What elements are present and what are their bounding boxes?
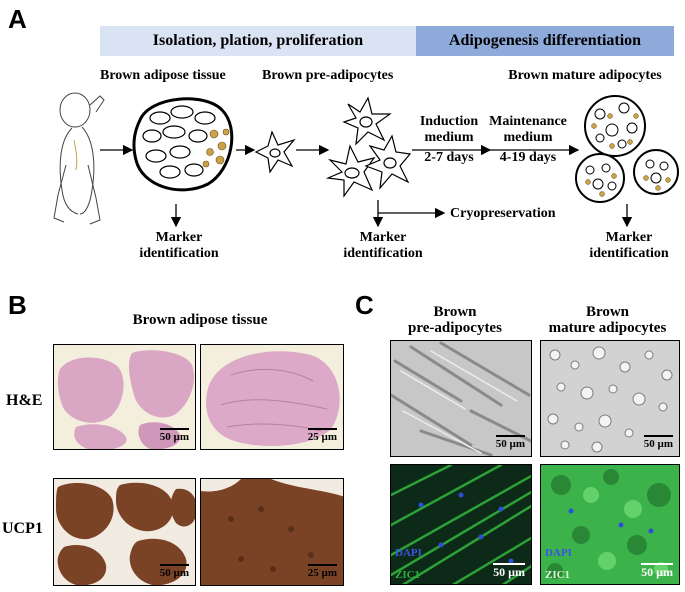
panel-letter-c: C [355, 290, 374, 320]
scale-bar-text: 50 µm [641, 565, 673, 579]
he-image-high-mag: 25 µm [200, 344, 344, 450]
scale-bar-ucp1-high: 25 µm [307, 564, 337, 579]
scale-bar-line [159, 564, 189, 566]
scale-bar-line [307, 564, 337, 566]
scale-bar-text: 50 µm [643, 438, 673, 450]
scale-bar-he-high: 25 µm [307, 428, 337, 443]
col-label-mature-line1: Brown [585, 304, 630, 320]
banner-isolation: Isolation, plation, proliferation [100, 26, 416, 56]
marker-label-mature: Marker identification [574, 230, 684, 262]
row-label-ucp1: UCP1 [2, 520, 43, 537]
banner-adipogenesis-label: Adipogenesis differentiation [448, 32, 642, 49]
stain-label-zic1-mature: ZIC1 [545, 569, 571, 581]
panel-b-title: Brown adipose tissue [132, 312, 268, 328]
scale-bar-fl-mature: 50 µm [641, 563, 673, 578]
maintenance-line1: Maintenance [489, 114, 567, 129]
scale-bar-text: 50 µm [159, 567, 189, 579]
stain-label-dapi-pre: DAPI [395, 547, 422, 559]
marker-line1: Marker [359, 230, 407, 245]
marker-label-tissue: Marker identification [124, 230, 234, 262]
pre-adipocyte-icon [254, 130, 296, 174]
marker-line1: Marker [155, 230, 203, 245]
infant-icon [53, 92, 105, 225]
maintenance-medium-label: Maintenance medium 4-19 days [478, 114, 578, 166]
scale-bar-text: 50 µm [493, 565, 525, 579]
maintenance-line2: medium [503, 130, 553, 145]
banner-adipogenesis: Adipogenesis differentiation [416, 26, 674, 56]
workflow-diagram [53, 92, 679, 228]
brightfield-pre-adipocytes: 50 µm [390, 340, 532, 457]
induction-line2: medium [424, 130, 474, 145]
marker-line2: identification [139, 246, 219, 261]
scale-bar-text: 50 µm [495, 438, 525, 450]
scale-bar-fl-pre: 50 µm [493, 563, 525, 578]
scale-bar-bf-mature: 50 µm [643, 435, 673, 450]
induction-medium-label: Induction medium 2-7 days [408, 114, 490, 166]
brightfield-mature-adipocytes: 50 µm [540, 340, 680, 457]
stage-pre-label: Brown pre-adipocytes [262, 68, 394, 83]
row-label-he: H&E [6, 392, 43, 409]
scale-bar-text: 25 µm [307, 567, 337, 579]
scale-bar-line [643, 435, 673, 437]
marker-line2: identification [589, 246, 669, 261]
scale-bar-line [641, 563, 673, 565]
scale-bar-line [159, 428, 189, 430]
cryopreservation-label: Cryopreservation [450, 206, 556, 221]
stage-mature-label: Brown mature adipocytes [508, 68, 662, 83]
scale-bar-bf-pre: 50 µm [495, 435, 525, 450]
induction-days: 2-7 days [424, 150, 474, 165]
induction-line1: Induction [419, 114, 479, 129]
scale-bar-text: 50 µm [159, 431, 189, 443]
pre-adipocyte-cluster-icon [325, 96, 412, 198]
scale-bar-he-low: 50 µm [159, 428, 189, 443]
col-label-mature: Brown mature adipocytes [530, 304, 685, 336]
scale-bar-line [493, 563, 525, 565]
marker-line2: identification [343, 246, 423, 261]
fluorescence-mature-adipocytes: DAPI ZIC1 50 µm [540, 464, 680, 585]
marker-line1: Marker [605, 230, 653, 245]
scale-bar-line [307, 428, 337, 430]
he-image-low-mag: 50 µm [53, 344, 196, 450]
ucp1-image-low-mag: 50 µm [53, 478, 196, 586]
banner-isolation-label: Isolation, plation, proliferation [152, 32, 364, 49]
stage-tissue-label: Brown adipose tissue [100, 68, 226, 83]
marker-label-pre: Marker identification [328, 230, 438, 262]
stain-label-dapi-mature: DAPI [545, 547, 572, 559]
maintenance-days: 4-19 days [499, 150, 557, 165]
col-label-mature-line2: mature adipocytes [548, 320, 667, 336]
scale-bar-ucp1-low: 50 µm [159, 564, 189, 579]
panel-letter-a: A [8, 4, 27, 34]
col-label-pre-line2: pre-adipocytes [408, 320, 502, 336]
fluorescence-pre-adipocytes: DAPI ZIC1 50 µm [390, 464, 532, 585]
scale-bar-text: 25 µm [307, 431, 337, 443]
panel-letter-b: B [8, 290, 27, 320]
adipose-tissue-icon [132, 97, 234, 192]
col-label-pre: Brown pre-adipocytes [380, 304, 530, 336]
stain-label-zic1-pre: ZIC1 [395, 569, 421, 581]
scale-bar-line [495, 435, 525, 437]
mature-adipocyte-icon [575, 95, 679, 203]
col-label-pre-line1: Brown [433, 304, 477, 320]
ucp1-image-high-mag: 25 µm [200, 478, 344, 586]
